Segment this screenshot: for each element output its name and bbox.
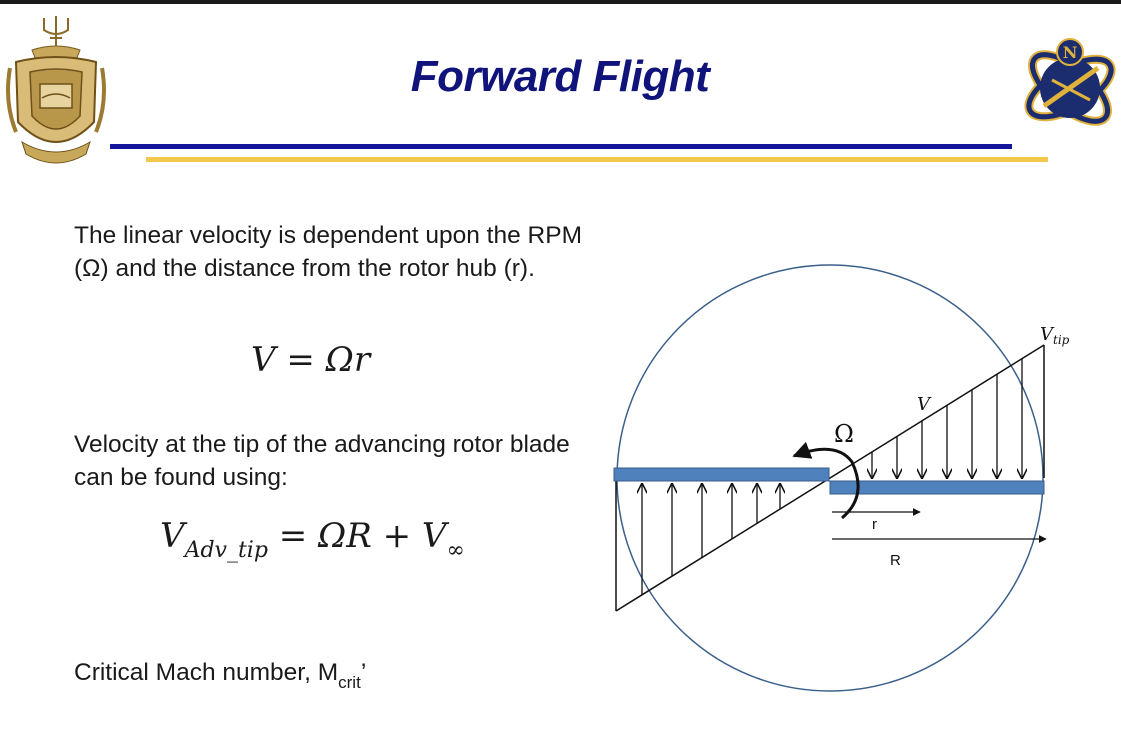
label-vtip: Vtip — [1040, 324, 1070, 347]
paragraph-critical-mach: Critical Mach number, Mcrit’ — [74, 656, 594, 692]
eq1-rhs: Ωr — [325, 340, 371, 380]
eq2-lhs-sub: Adv_tip — [184, 538, 268, 563]
equation-v-adv-tip: VAdv_tip = ΩR + V∞ — [160, 516, 465, 563]
slide-title: Forward Flight — [410, 52, 710, 101]
rotor-velocity-diagram: Ω V Vtip r R — [613, 264, 1070, 692]
critical-mach-sub: crit — [338, 673, 361, 692]
paragraph-tip-velocity: Velocity at the tip of the advancing rot… — [74, 431, 570, 491]
profile-line — [615, 344, 1045, 612]
logo-monogram: N — [1063, 43, 1078, 62]
label-r: r — [872, 516, 877, 533]
aerospace-atom-aircraft-logo-icon: N — [1024, 38, 1116, 126]
advancing-blade — [829, 480, 1045, 495]
critical-mach-text: Critical Mach number, M — [74, 659, 339, 686]
retreating-blade — [613, 467, 830, 482]
label-v: V — [917, 394, 932, 415]
paragraph-linear-velocity: The linear velocity is dependent upon th… — [74, 222, 582, 282]
eq2-rhs: ΩR + V — [318, 516, 447, 556]
eq1-lhs: V — [251, 340, 276, 380]
title-rule-gold — [146, 157, 1048, 162]
eq2-rhs-sub: ∞ — [446, 538, 465, 563]
label-R: R — [890, 552, 901, 569]
critical-mach-tail: ’ — [360, 659, 367, 686]
equation-v-omega-r: V = Ωr — [251, 340, 370, 380]
title-rule-blue — [110, 144, 1012, 149]
eq1-op: = — [275, 340, 326, 380]
eq2-lhs: V — [160, 516, 185, 556]
top-border — [0, 0, 1121, 4]
eq2-op: = — [267, 516, 319, 556]
naval-academy-seal-icon — [6, 16, 106, 164]
label-omega: Ω — [834, 420, 854, 448]
rotation-arrow — [792, 441, 860, 520]
